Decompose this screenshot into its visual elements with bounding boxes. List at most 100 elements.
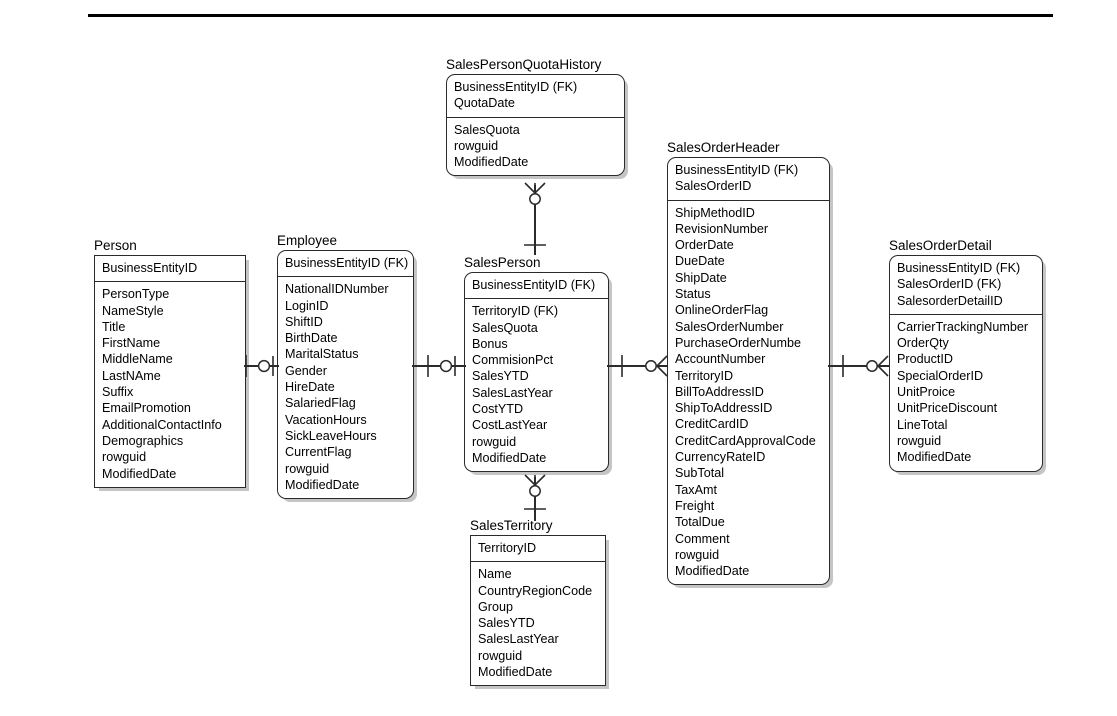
entity-box-employee: BusinessEntityID (FK) NationalIDNumber L… — [277, 250, 414, 500]
cardinality-zero-or-one-employee — [256, 356, 278, 376]
field-attr: ModifiedDate — [675, 564, 750, 579]
field-attr: Name — [478, 567, 512, 582]
field-attr: Status — [675, 287, 711, 302]
key-section-person: BusinessEntityID — [95, 256, 245, 283]
field-attr: ShipToAddressID — [675, 401, 773, 416]
field-attr: CurrencyRateID — [675, 450, 766, 465]
field-attr: ShipDate — [675, 270, 727, 285]
field-attr: FirstName — [102, 336, 161, 351]
field-attr: CurrentFlag — [285, 445, 352, 460]
entity-box-person: BusinessEntityID PersonType NameStyle Ti… — [94, 255, 246, 488]
entity-salesterritory[interactable]: SalesTerritory TerritoryID Name CountryR… — [470, 518, 606, 687]
field-attr: RevisionNumber — [675, 221, 769, 236]
relationship-line-employee-salesperson — [412, 365, 466, 367]
field-attr: CostYTD — [472, 402, 524, 417]
field-attr: rowguid — [897, 433, 942, 448]
entity-salesorderheader[interactable]: SalesOrderHeader BusinessEntityID (FK) S… — [667, 140, 830, 586]
field-attr: ModifiedDate — [454, 155, 529, 170]
field-attr: rowguid — [675, 547, 720, 562]
field-attr: ShiftID — [285, 314, 323, 329]
field-attr: ModifiedDate — [897, 450, 972, 465]
field-attr: rowguid — [102, 450, 147, 465]
relationship-line-salesperson-salesorderheader — [607, 365, 667, 367]
field-attr: EmailPromotion — [102, 401, 191, 416]
field-attr: SubTotal — [675, 466, 725, 481]
relationship-line-salesperson-salesterritory — [534, 477, 536, 521]
cardinality-one-person — [241, 355, 251, 377]
cardinality-zero-or-many-salesorderdetail — [866, 355, 890, 377]
entity-salespersonquotahistory[interactable]: SalesPersonQuotaHistory BusinessEntityID… — [446, 57, 625, 177]
entity-box-salesperson: BusinessEntityID (FK) TerritoryID (FK) S… — [464, 272, 609, 473]
field-attr: ProductID — [897, 352, 953, 367]
field-attr: AdditionalContactInfo — [102, 417, 222, 432]
attribute-section-salesorderheader: ShipMethodID RevisionNumber OrderDate Du… — [668, 201, 829, 585]
entity-salesorderdetail[interactable]: SalesOrderDetail BusinessEntityID (FK) S… — [889, 238, 1043, 472]
entity-salesperson[interactable]: SalesPerson BusinessEntityID (FK) Territ… — [464, 255, 609, 473]
entity-box-salesorderheader: BusinessEntityID (FK) SalesOrderID ShipM… — [667, 157, 830, 586]
cardinality-zero-or-many-quotahistory — [524, 182, 546, 216]
field-attr: SalesLastYear — [478, 632, 559, 647]
key-section-employee: BusinessEntityID (FK) — [278, 251, 413, 278]
field-attr: UnitPriceDiscount — [897, 401, 998, 416]
field-attr: ModifiedDate — [285, 477, 360, 492]
field-attr: Demographics — [102, 433, 184, 448]
field-key: SalesorderDetailID — [897, 293, 1003, 308]
entity-person[interactable]: Person BusinessEntityID PersonType NameS… — [94, 238, 246, 488]
field-attr: SalesYTD — [472, 369, 529, 384]
field-attr: TaxAmt — [675, 482, 717, 497]
field-key: SalesOrderID (FK) — [897, 277, 1002, 292]
key-section-salespersonquotahistory: BusinessEntityID (FK) QuotaDate — [447, 75, 624, 118]
field-attr: UnitProice — [897, 385, 956, 400]
field-attr: NameStyle — [102, 303, 164, 318]
field-attr: SalesQuota — [472, 320, 538, 335]
field-attr: LineTotal — [897, 417, 948, 432]
cardinality-one-salesorderheader — [838, 355, 848, 377]
field-attr: Bonus — [472, 336, 508, 351]
attribute-section-employee: NationalIDNumber LoginID ShiftID BirthDa… — [278, 277, 413, 498]
field-attr: SalesYTD — [478, 616, 535, 631]
entity-box-salesterritory: TerritoryID Name CountryRegionCode Group… — [470, 535, 606, 687]
entity-title-salesorderheader: SalesOrderHeader — [667, 140, 780, 155]
relationship-line-salesorderheader-salesorderdetail — [828, 365, 889, 367]
field-attr: NationalIDNumber — [285, 282, 389, 297]
field-key: BusinessEntityID — [102, 261, 198, 275]
entity-title-salesorderdetail: SalesOrderDetail — [889, 238, 992, 253]
field-attr: CarrierTrackingNumber — [897, 319, 1029, 334]
field-attr: SalesLastYear — [472, 385, 553, 400]
attribute-section-salesperson: TerritoryID (FK) SalesQuota Bonus Commis… — [465, 299, 608, 471]
field-attr: Suffix — [102, 385, 134, 400]
field-attr: CostLastYear — [472, 418, 548, 433]
field-attr: VacationHours — [285, 412, 367, 427]
field-key: TerritoryID — [478, 541, 537, 555]
field-key: BusinessEntityID (FK) — [472, 278, 596, 292]
field-attr: TerritoryID — [675, 368, 734, 383]
key-section-salesterritory: TerritoryID — [471, 536, 605, 563]
field-key: BusinessEntityID (FK) — [454, 80, 578, 94]
cardinality-zero-or-many-salesorderheader — [645, 355, 669, 377]
field-attr: ShipMethodID — [675, 205, 755, 220]
field-attr: BillToAddressID — [675, 384, 764, 399]
field-attr: CreditCardApprovalCode — [675, 433, 816, 448]
field-attr: MiddleName — [102, 352, 173, 367]
field-attr: OrderDate — [675, 238, 734, 253]
field-key: SalesOrderID — [675, 179, 752, 194]
field-attr: CreditCardID — [675, 417, 749, 432]
field-attr: Title — [102, 319, 126, 334]
field-attr: ModifiedDate — [472, 450, 547, 465]
field-key: QuotaDate — [454, 96, 515, 111]
field-attr: SpecialOrderID — [897, 368, 984, 383]
field-attr: Freight — [675, 498, 715, 513]
field-attr: HireDate — [285, 380, 335, 395]
field-attr: ModifiedDate — [102, 466, 177, 481]
field-attr: Gender — [285, 363, 328, 378]
entity-title-salesperson: SalesPerson — [464, 255, 541, 270]
field-attr: SalesQuota — [454, 122, 520, 137]
field-attr: DueDate — [675, 254, 725, 269]
key-section-salesorderheader: BusinessEntityID (FK) SalesOrderID — [668, 158, 829, 201]
entity-title-person: Person — [94, 238, 137, 253]
field-attr: LastNAme — [102, 368, 161, 383]
entity-employee[interactable]: Employee BusinessEntityID (FK) NationalI… — [277, 233, 414, 500]
cardinality-one-salesterritory — [524, 504, 546, 514]
field-key: BusinessEntityID (FK) — [675, 163, 799, 177]
